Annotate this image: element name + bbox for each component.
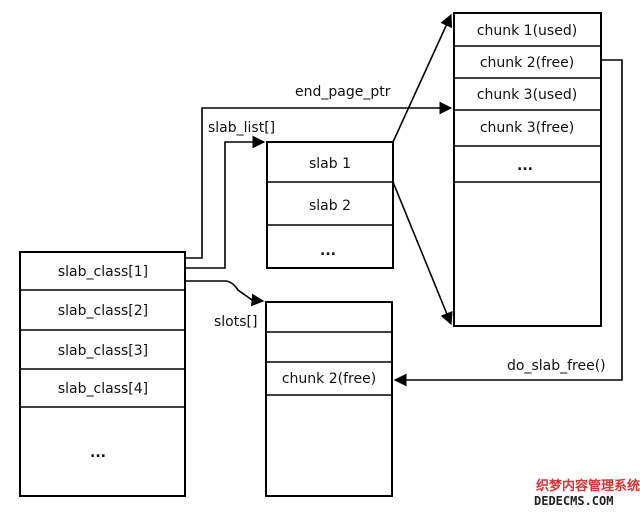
end-page-ptr-label: end_page_ptr (295, 84, 391, 100)
chunk-page-box (453, 12, 602, 327)
slab-to-chunk-bottom-arrow (392, 181, 453, 326)
slab-list-label: slab_list[] (208, 120, 275, 136)
slab-list-ellipsis: ... (320, 243, 336, 259)
do-slab-free-arrow (393, 59, 623, 387)
slab-class-box (19, 251, 186, 497)
chunk-page: chunk 1(used) chunk 2(free) chunk 3(used… (453, 12, 602, 327)
do-slab-free-label: do_slab_free() (507, 358, 606, 374)
chunk-1-used: chunk 1(used) (477, 23, 577, 39)
slab-class-cell-1: slab_class[1] (58, 264, 148, 280)
slab-class-cell-4: slab_class[4] (58, 381, 148, 397)
chunk-3-used: chunk 3(used) (477, 87, 577, 103)
watermark: 织梦内容管理系统 DEDECMS.COM (534, 478, 640, 508)
slots-label: slots[] (214, 314, 257, 330)
slab-to-chunk-top-arrow (392, 13, 453, 143)
slab-list-arrow (185, 135, 266, 269)
slab-2-cell: slab 2 (309, 198, 351, 214)
slab-list-array: slab 1 slab 2 ... slab_list[] (208, 120, 394, 269)
slots-box (265, 301, 393, 497)
slots-chunk-2-free: chunk 2(free) (282, 371, 376, 387)
end-page-ptr-arrow (185, 101, 453, 259)
slab-1-cell: slab 1 (309, 156, 351, 172)
slab-class-array: slab_class[1] slab_class[2] slab_class[3… (19, 251, 186, 497)
watermark-line-1: 织梦内容管理系统 (536, 478, 640, 494)
watermark-line-2: DEDECMS.COM (534, 494, 613, 508)
slab-list-box (266, 141, 394, 269)
chunk-3-free: chunk 3(free) (480, 120, 574, 136)
chunk-2-free: chunk 2(free) (480, 55, 574, 71)
slots-array: chunk 2(free) slots[] (214, 301, 393, 497)
slab-class-ellipsis: ... (90, 445, 106, 461)
slab-class-cell-3: slab_class[3] (58, 343, 148, 359)
chunk-ellipsis: ... (517, 158, 533, 174)
slots-arrow (185, 280, 265, 307)
slab-class-cell-2: slab_class[2] (58, 303, 148, 319)
